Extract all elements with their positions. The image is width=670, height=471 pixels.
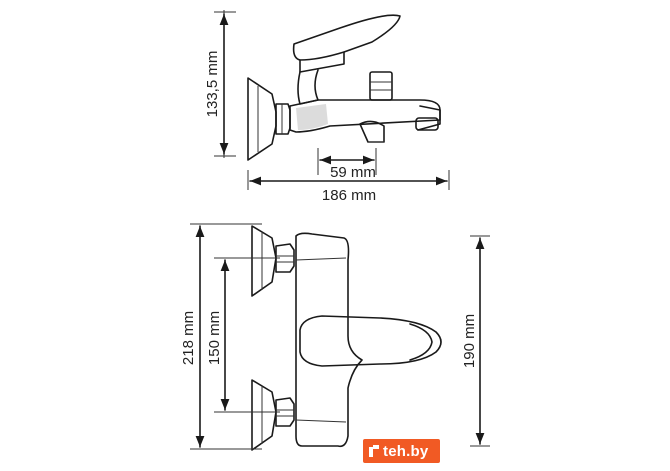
teh-logo-icon xyxy=(369,445,379,457)
watermark-text: teh.by xyxy=(383,442,429,460)
side-dimensions: 133,5 mm 59 mm 186 mm xyxy=(204,10,450,204)
side-escutcheon xyxy=(247,77,277,161)
watermark-badge: teh.by xyxy=(363,439,440,463)
dim-top-height: 133,5 mm xyxy=(204,51,221,118)
front-body xyxy=(295,232,363,448)
front-view xyxy=(251,225,442,451)
side-connector-nut xyxy=(275,103,291,135)
side-shower-outlet xyxy=(359,120,385,143)
dim-spout-offset: 59 mm xyxy=(330,164,376,181)
side-lever xyxy=(292,14,401,61)
dim-total-height: 218 mm xyxy=(180,311,197,365)
front-dimensions: 218 mm 150 mm 190 mm xyxy=(180,223,490,450)
side-view xyxy=(247,14,441,161)
side-diverter xyxy=(369,71,393,101)
side-spout-aerator xyxy=(415,117,439,131)
front-nut-bottom xyxy=(275,397,295,427)
front-nut-top xyxy=(275,243,295,273)
dim-body-height: 190 mm xyxy=(461,314,478,368)
front-escutcheon-bottom xyxy=(251,379,277,451)
dim-total-depth: 186 mm xyxy=(322,187,376,204)
front-escutcheon-top xyxy=(251,225,277,297)
front-lever xyxy=(299,315,442,367)
dim-connection-spacing: 150 mm xyxy=(206,311,223,365)
